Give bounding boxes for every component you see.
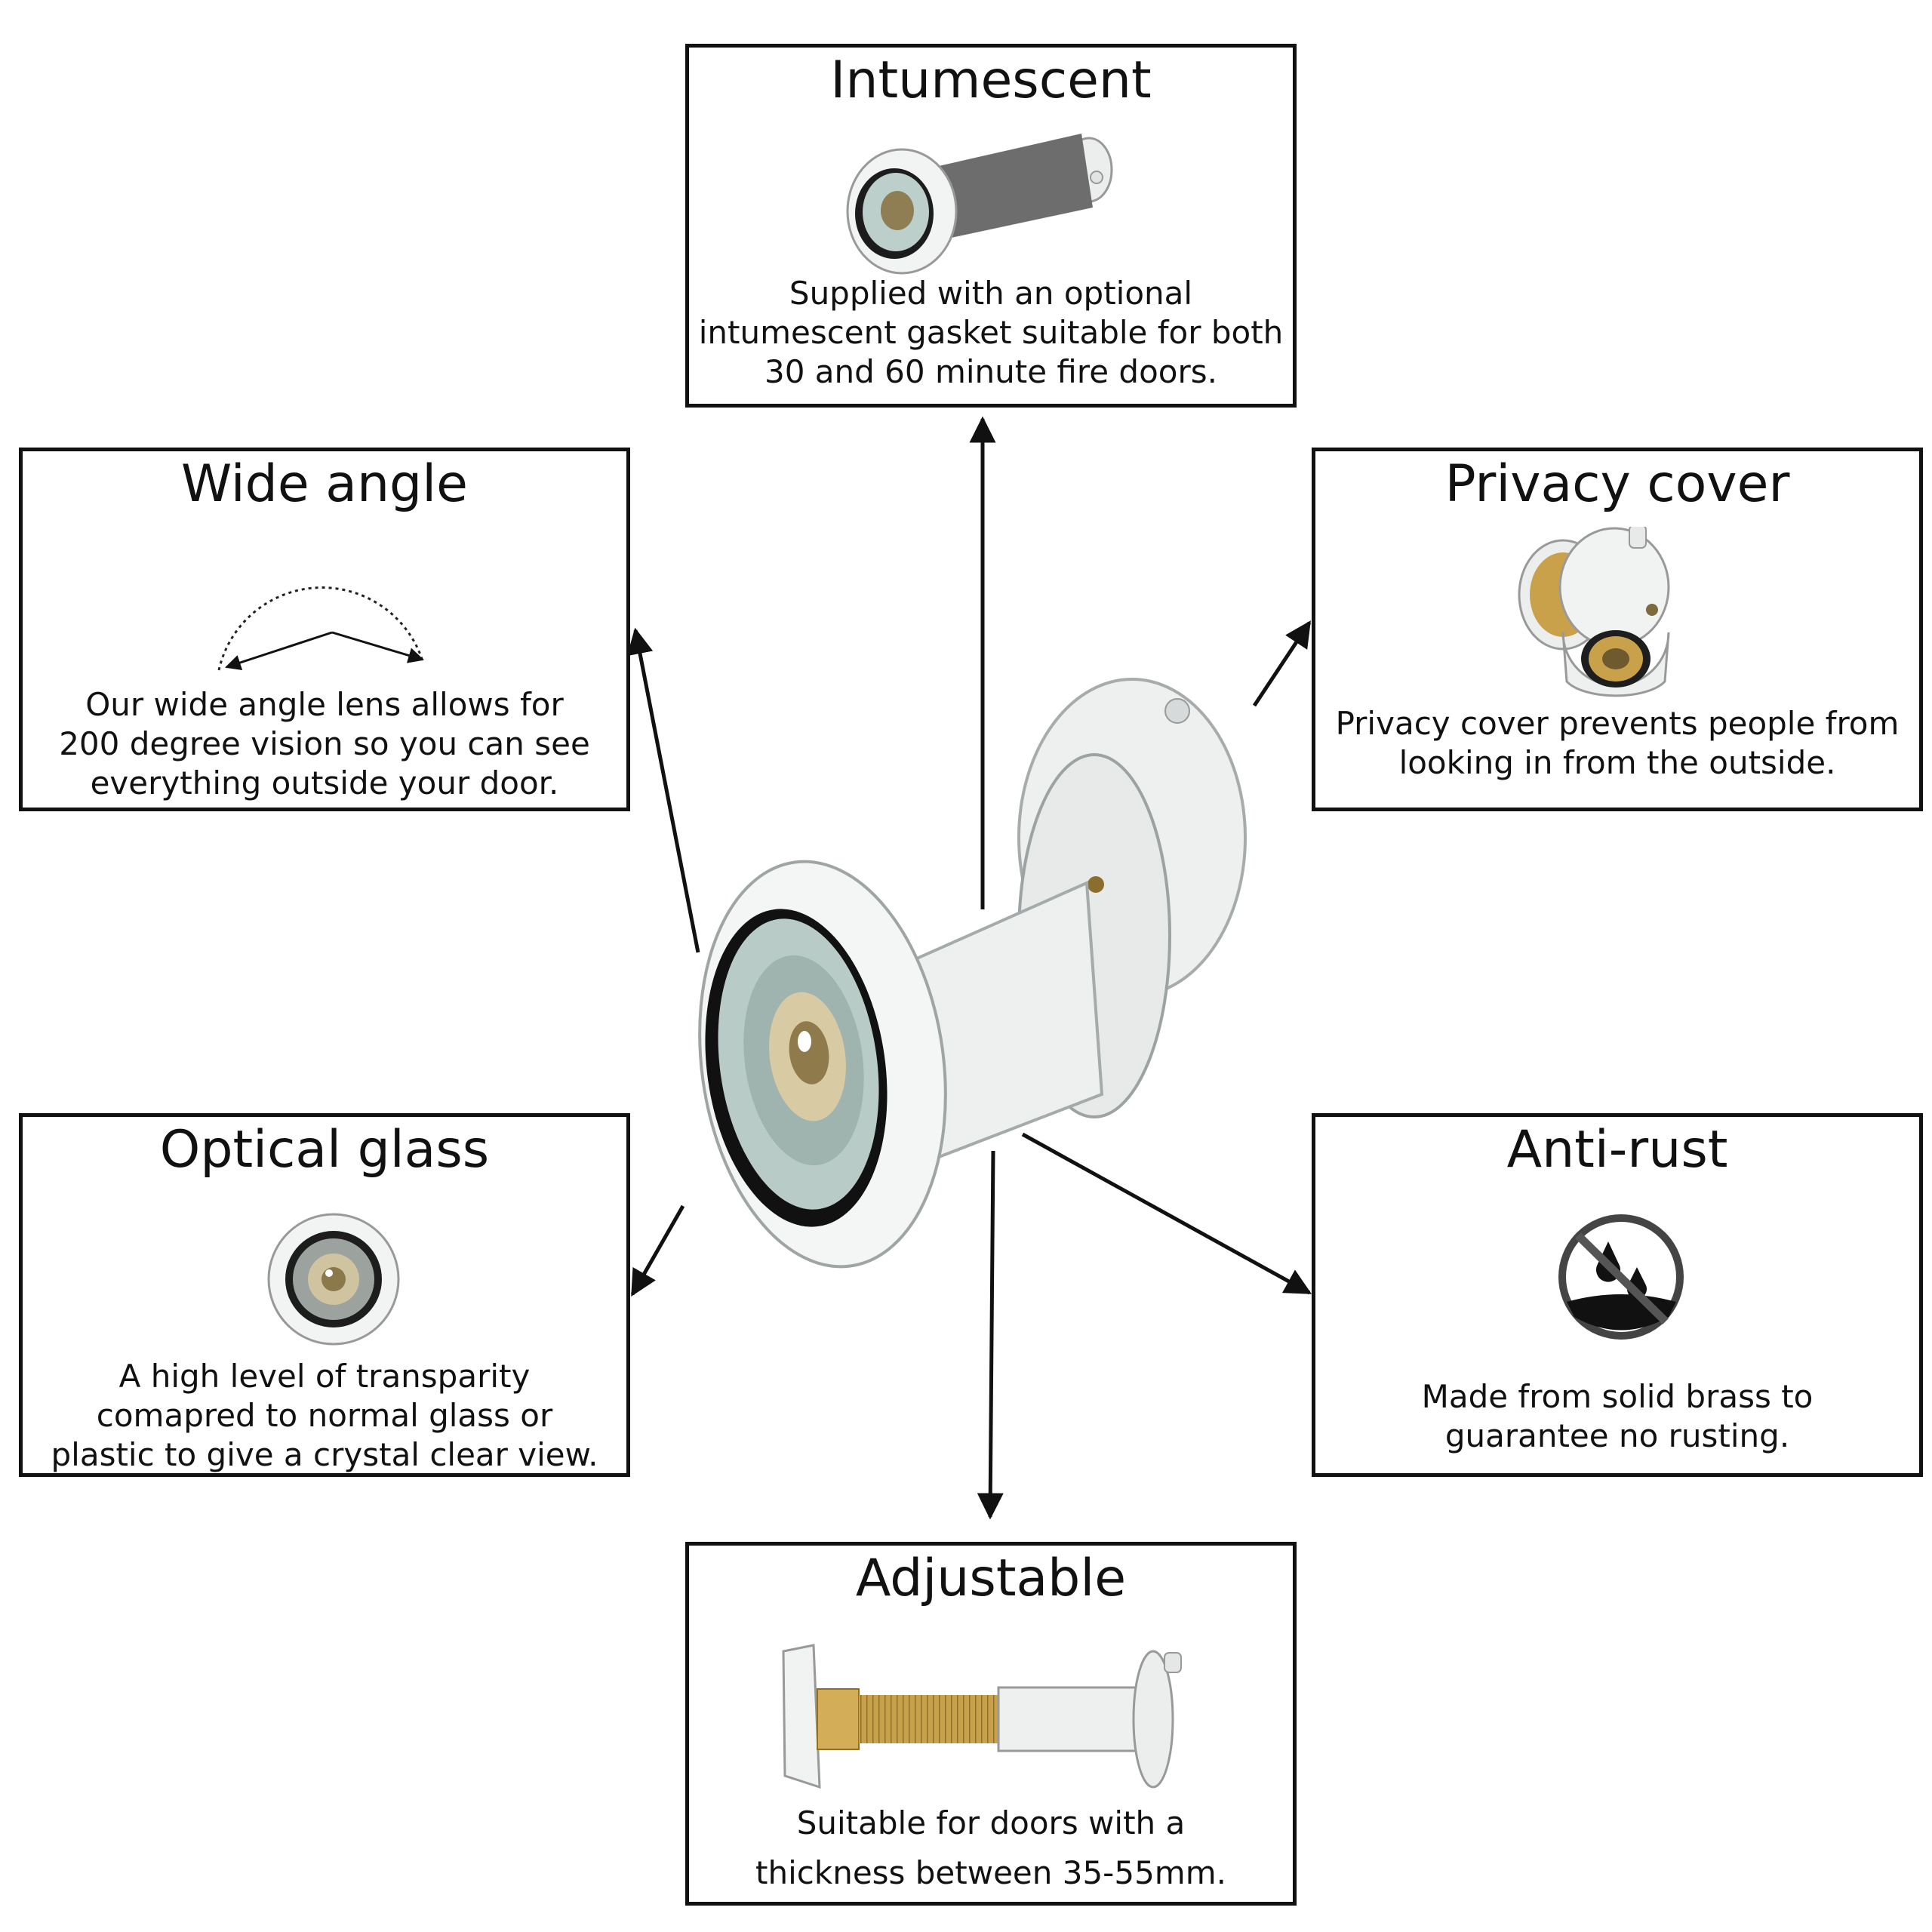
feature-title: Privacy cover bbox=[1444, 454, 1790, 514]
feature-description: A high level of transparity comapred to … bbox=[51, 1358, 598, 1473]
feature-title: Intumescent bbox=[830, 51, 1152, 110]
arrow-to-optical-glass bbox=[630, 1204, 685, 1297]
arrow-to-adjustable bbox=[977, 1150, 1004, 1520]
intumescent-gasket-icon bbox=[832, 117, 1119, 283]
feature-description: Suitable for doors with a thickness betw… bbox=[755, 1804, 1226, 1891]
feature-title: Anti-rust bbox=[1506, 1120, 1728, 1180]
feature-title: Adjustable bbox=[855, 1549, 1127, 1608]
arrow-to-privacy-cover bbox=[1252, 620, 1312, 707]
feature-card-privacy-cover: Privacy cover Privacy cover prevents peo… bbox=[1312, 448, 1923, 811]
feature-title: Wide angle bbox=[181, 454, 468, 514]
wide-angle-arc-icon bbox=[196, 527, 445, 678]
feature-title: Optical glass bbox=[159, 1120, 490, 1180]
privacy-cover-icon bbox=[1510, 527, 1721, 700]
feature-card-adjustable: Adjustable Suitable for doors with a thi… bbox=[685, 1542, 1297, 1906]
feature-description: Our wide angle lens allows for 200 degre… bbox=[59, 686, 590, 801]
feature-card-wide-angle: Wide angle Our wide angle lens allows fo… bbox=[19, 448, 630, 811]
feature-description: Made from solid brass to guarantee no ru… bbox=[1421, 1378, 1814, 1454]
lens-icon bbox=[266, 1211, 401, 1347]
no-rust-icon bbox=[1555, 1211, 1687, 1343]
feature-card-anti-rust: Anti-rust Made from solid brass to guara… bbox=[1312, 1113, 1923, 1477]
arrow-to-wide-angle bbox=[626, 627, 700, 953]
peephole-product bbox=[664, 657, 1268, 1283]
feature-card-intumescent: Intumescent Supplied with an optional in… bbox=[685, 44, 1297, 408]
feature-description: Supplied with an optional intumescent ga… bbox=[698, 275, 1284, 390]
feature-description: Privacy cover prevents people from looki… bbox=[1335, 705, 1900, 781]
feature-card-optical-glass: Optical glass A high level of transparit… bbox=[19, 1113, 630, 1477]
arrow-to-anti-rust bbox=[1021, 1132, 1312, 1295]
adjustable-thread-icon bbox=[776, 1636, 1206, 1795]
